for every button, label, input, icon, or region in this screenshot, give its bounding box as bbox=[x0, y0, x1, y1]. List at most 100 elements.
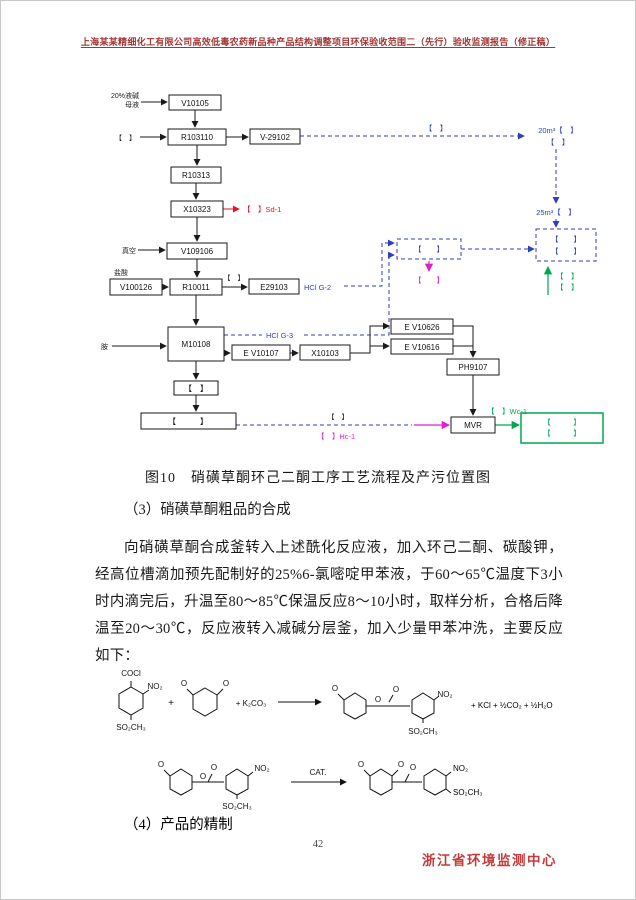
scheme2-o: O bbox=[410, 763, 416, 772]
flow-box-outfall: 【 】 【 】 bbox=[520, 412, 604, 444]
label-wc1: 【 】Wc-1 bbox=[487, 407, 527, 416]
feed-label-amine: 胺 bbox=[101, 342, 108, 351]
flow-box-r10313: R10313 bbox=[170, 166, 222, 184]
scheme2-so2ch3: SO₂CH₃ bbox=[453, 788, 482, 797]
flow-box-label: V109106 bbox=[181, 247, 214, 256]
label-discharge-2: 【 】 bbox=[556, 283, 579, 292]
scheme1-so2ch3: SO₂CH₃ bbox=[408, 727, 437, 736]
flow-box-label: R103110 bbox=[181, 133, 213, 142]
label-reuse-dest-1: 20m³【 】 bbox=[538, 126, 578, 135]
flow-box-label: E V10616 bbox=[404, 343, 440, 352]
scheme1-so2ch3: SO₂CH₃ bbox=[116, 723, 145, 732]
scheme1-o: O bbox=[332, 684, 338, 693]
flow-box-label: X10323 bbox=[183, 205, 211, 214]
flow-box-label: 【 】 bbox=[543, 429, 581, 438]
scheme1-cocl: COCl bbox=[121, 669, 141, 678]
flow-box-label: MVR bbox=[464, 421, 482, 430]
label-reuse: 【 】 bbox=[425, 124, 448, 133]
scheme1-plus: + bbox=[168, 698, 174, 709]
flow-connectors bbox=[112, 98, 477, 416]
section-3-title: （3）硝磺草酮粗品的合成 bbox=[124, 502, 291, 518]
flow-box-label: 【 】 bbox=[543, 418, 581, 427]
body-text: （3）硝磺草酮粗品的合成 向硝磺草酮合成釜转入上述酰化反应液，加入环己二酮、碳酸… bbox=[95, 498, 563, 670]
scheme2-o: O bbox=[358, 760, 364, 769]
flow-box-ev10107: E V10107 bbox=[231, 344, 291, 361]
label-stack: 【 】 bbox=[414, 276, 444, 285]
flow-box-scrubber: 【 】 bbox=[396, 238, 462, 260]
flow-box-x10103: X10103 bbox=[299, 344, 351, 361]
flow-box-label: 【 】 bbox=[551, 247, 581, 256]
scheme2-so2ch3: SO₂CH₃ bbox=[222, 802, 251, 811]
scheme1-structures bbox=[118, 681, 440, 723]
label-reuse-dest-2: 【 】 bbox=[547, 138, 570, 147]
flow-box-label: V10105 bbox=[181, 99, 209, 108]
flow-box-label: PH9107 bbox=[459, 363, 488, 372]
flow-box-x10323: X10323 bbox=[170, 200, 224, 218]
label-offgas: 【 】 bbox=[224, 274, 245, 282]
label-discharge-1: 【 】 bbox=[556, 272, 579, 281]
scheme2-catalyst: CAT. bbox=[310, 768, 327, 777]
reaction-scheme-1: COCl NO₂ SO₂CH₃ + O O + K₂CO₃ O O O NO₂ … bbox=[116, 669, 553, 736]
process-flow-diagram: V10105 R103110 V-29102 R10313 X10323 V10… bbox=[101, 91, 604, 444]
flow-box-label: M10108 bbox=[182, 340, 211, 349]
scheme1-k2co3: + K₂CO₃ bbox=[236, 699, 267, 708]
label-hc1: 【 】Hc-1 bbox=[317, 432, 355, 441]
label-hcl-g2: HCl G-2 bbox=[304, 283, 331, 292]
flow-box-r10011: R10011 bbox=[169, 278, 223, 296]
flow-box-v109106: V109106 bbox=[166, 242, 228, 260]
scheme1-no2: NO₂ bbox=[147, 682, 162, 691]
flow-box-ev10616: E V10616 bbox=[390, 338, 454, 355]
flow-box-separator: 【 】 bbox=[173, 380, 219, 396]
section-4-title: （4）产品的精制 bbox=[124, 817, 233, 833]
reaction-scheme-2: O O O NO₂ SO₂CH₃ CAT. O O O NO₂ SO₂CH₃ bbox=[158, 760, 483, 811]
flow-box-label: R10313 bbox=[182, 171, 211, 180]
page-header: 上海某某精细化工有限公司高效低毒农药新品种产品结构调整项目环保验收范围二（先行）… bbox=[80, 37, 556, 47]
flow-box-label: E V10107 bbox=[243, 349, 279, 358]
scheme1-o: O bbox=[375, 695, 381, 704]
flow-box-label: X10103 bbox=[311, 349, 339, 358]
page-number: 42 bbox=[312, 839, 324, 850]
flow-box-treatment: 【 】 【 】 bbox=[535, 228, 597, 262]
figure-caption: 图10 硝磺草酮环己二酮工序工艺流程及产污位置图 bbox=[145, 471, 491, 486]
flow-box-label: 【 】 bbox=[184, 384, 208, 393]
flow-box-label: 【 】 bbox=[551, 235, 581, 244]
scheme2-no2: NO₂ bbox=[453, 764, 468, 773]
flow-box-mvr: MVR bbox=[450, 416, 496, 434]
section-3-paragraph: 向硝磺草酮合成釜转入上述酰化反应液，加入环己二酮、碳酸钾，经高位槽滴加预先配制好… bbox=[95, 540, 563, 664]
flow-box-m10108: M10108 bbox=[167, 326, 225, 362]
feed-label-acid: 盐酸 bbox=[114, 268, 128, 277]
scheme1-o: O bbox=[181, 679, 187, 688]
scheme1-byproducts: + KCl + ½CO₂ + ½H₂O bbox=[471, 701, 553, 710]
flow-box-label: V100126 bbox=[120, 283, 153, 292]
feed-label-caustic: 20%液碱 bbox=[111, 91, 139, 100]
flow-dashed-streams bbox=[224, 132, 560, 426]
scheme2-o: O bbox=[158, 760, 164, 769]
scheme1-o: O bbox=[393, 685, 399, 694]
flow-box-e29103: E29103 bbox=[248, 278, 300, 295]
flow-box-v29102: V-29102 bbox=[249, 128, 301, 145]
flow-box-v100126: V100126 bbox=[109, 278, 163, 296]
feed-label-mother-liquor: 母液 bbox=[125, 100, 139, 109]
flow-box-tank: 【 】 bbox=[140, 412, 237, 430]
flow-box-ph9107: PH9107 bbox=[446, 358, 500, 376]
flow-box-ev10626: E V10626 bbox=[390, 318, 454, 335]
scheme2-no2: NO₂ bbox=[254, 764, 269, 773]
feed-label-vacuum: 真空 bbox=[122, 246, 136, 255]
flow-box-label: 【 】 bbox=[168, 417, 208, 426]
scheme1-o: O bbox=[223, 679, 229, 688]
flow-box-label: E V10626 bbox=[404, 323, 440, 332]
feed-label-mid: 【 】 bbox=[115, 134, 136, 142]
scheme2-structures bbox=[163, 768, 452, 799]
flow-box-v10105: V10105 bbox=[168, 94, 222, 111]
label-pool-25m3: 25m³【 】 bbox=[536, 208, 576, 217]
scheme2-o: O bbox=[398, 760, 404, 769]
label-solid-waste-sd1: 【 】Sd-1 bbox=[243, 205, 281, 214]
footer-organization: 浙江省环境监测中心 bbox=[422, 853, 557, 868]
flow-box-label: E29103 bbox=[260, 283, 288, 292]
label-hcl-g3: HCl G-3 bbox=[266, 331, 293, 340]
scheme1-no2: NO₂ bbox=[437, 690, 452, 699]
flow-box-label: 【 】 bbox=[414, 245, 444, 254]
scheme2-o: O bbox=[200, 772, 206, 781]
label-wastewater: 【 】 bbox=[328, 413, 349, 421]
